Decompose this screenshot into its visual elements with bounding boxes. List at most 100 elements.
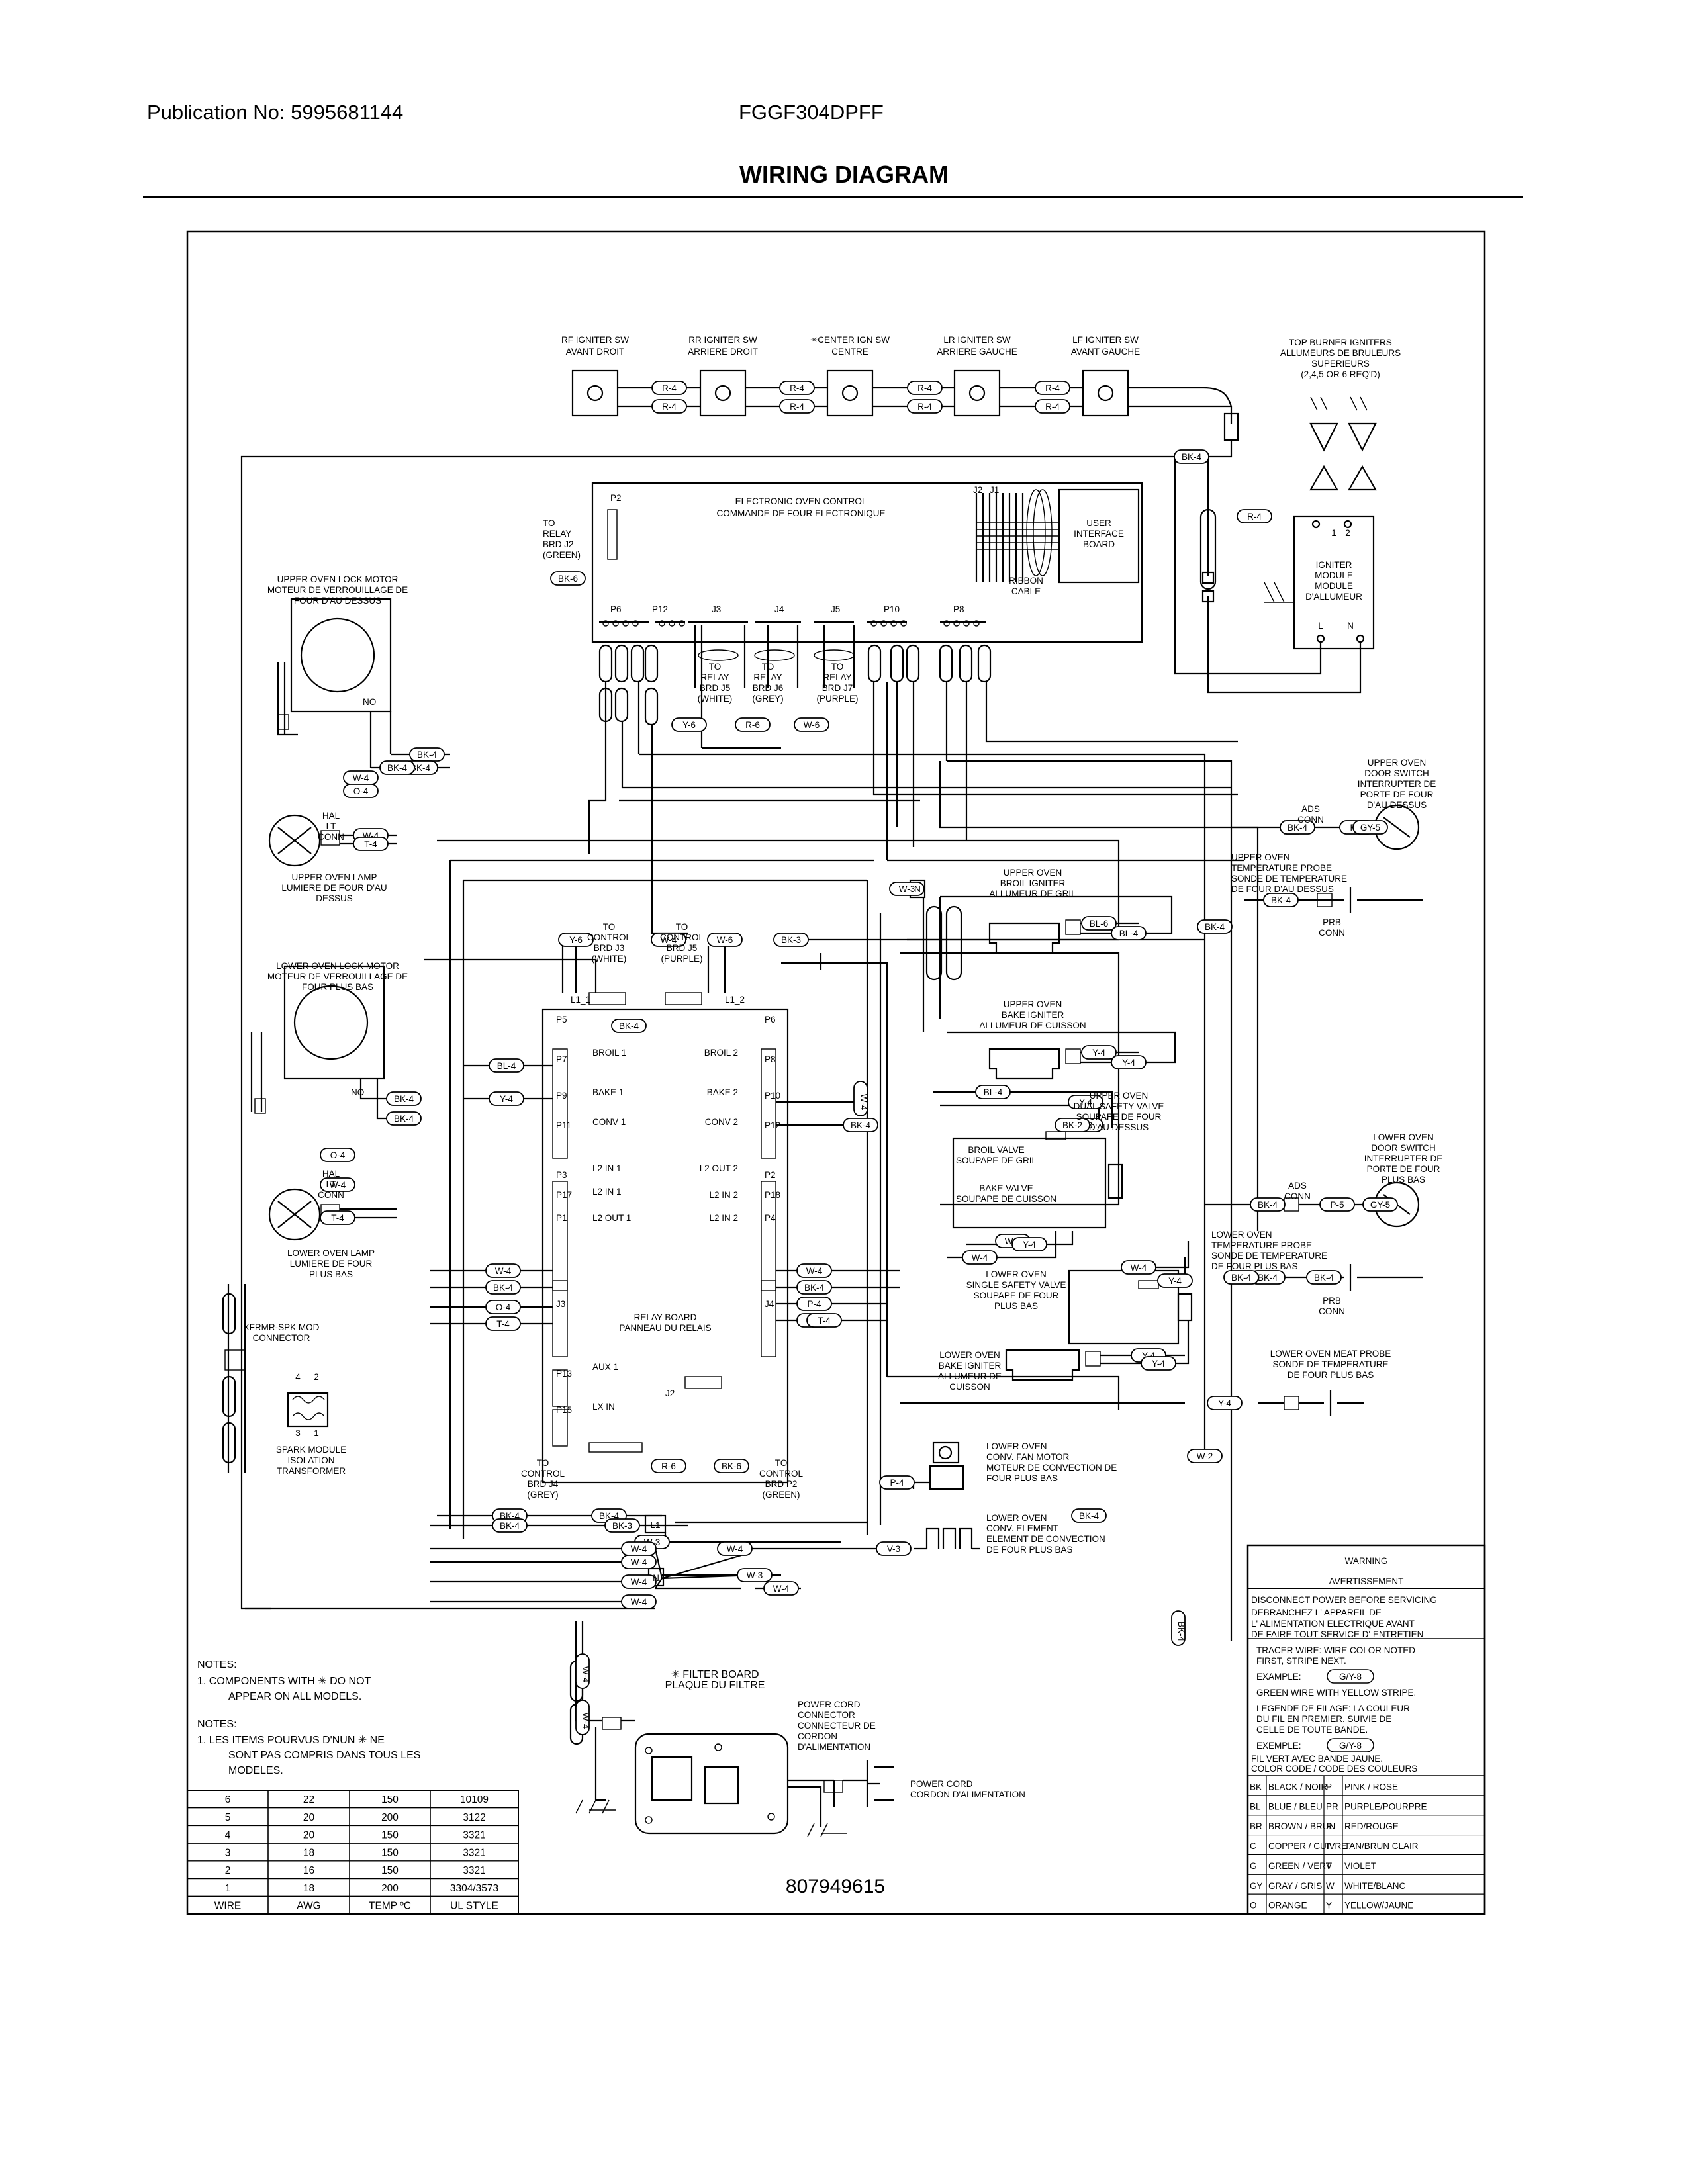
wire-table-header: UL STYLE bbox=[450, 1901, 498, 1912]
wire-color-label: W-4 bbox=[717, 1541, 753, 1556]
lower-door-switch-label: DOOR SWITCH bbox=[1371, 1143, 1436, 1153]
diagram-number: 807949615 bbox=[786, 1876, 885, 1897]
to-control-j3: TO bbox=[603, 922, 616, 932]
relay-port: P11 bbox=[556, 1120, 571, 1130]
wire-table-header: TEMP ºC bbox=[369, 1901, 411, 1912]
wire-color-label: W-4 bbox=[651, 933, 686, 947]
wire-color-label: Y-4 bbox=[1081, 1045, 1117, 1060]
ui-board-label: USER bbox=[1086, 518, 1111, 528]
eoc-label: ELECTRONIC OVEN CONTROL bbox=[735, 496, 867, 506]
wire-table-cell: 150 bbox=[381, 1830, 399, 1841]
wire-color-text: Y-4 bbox=[1122, 1058, 1135, 1068]
eoc-label-fr: COMMANDE DE FOUR ELECTRONIQUE bbox=[716, 508, 885, 518]
to-relay-white: TO bbox=[709, 662, 722, 672]
color-code-cell: GRAY / GRIS bbox=[1268, 1881, 1322, 1891]
wire-color-text: W-4 bbox=[631, 1557, 647, 1567]
warning-text: L' ALIMENTATION ELECTRIQUE AVANT bbox=[1251, 1619, 1415, 1629]
lower-door-switch-label: PLUS BAS bbox=[1382, 1175, 1425, 1185]
relay-l2in1: L2 IN 1 bbox=[592, 1163, 622, 1173]
ads-conn-label: ADS bbox=[1288, 1181, 1307, 1191]
wire-color-label: BK-4 bbox=[1280, 820, 1315, 835]
igniter-module-label: MODULE bbox=[1315, 570, 1353, 580]
wire-color-label: V-3 bbox=[876, 1541, 912, 1556]
power-cord-connector-label: CONNECTOR bbox=[798, 1710, 855, 1720]
wire-color-label: Y-4 bbox=[1207, 1396, 1243, 1410]
spark-module-label: TRANSFORMER bbox=[277, 1466, 346, 1476]
wire-table-cell: 1 bbox=[225, 1883, 231, 1894]
wire-color-label: Y-4 bbox=[1157, 1273, 1193, 1288]
wire-color-text: R-4 bbox=[662, 383, 677, 393]
port-label: J4 bbox=[774, 604, 784, 614]
publication-number: Publication No: 5995681144 bbox=[147, 101, 404, 124]
wire-color-text: BK-4 bbox=[387, 763, 408, 773]
wire-table-header: WIRE bbox=[214, 1901, 241, 1912]
igniter-module-label: IGNITER bbox=[1316, 560, 1352, 570]
wire-color-text: T-4 bbox=[331, 1213, 344, 1223]
wire-table-cell: 200 bbox=[381, 1883, 399, 1894]
wire-color-label: BL-6 bbox=[1081, 916, 1117, 931]
relay-broil2: BROIL 2 bbox=[704, 1048, 738, 1058]
upper-probe-label: TEMPERATURE PROBE bbox=[1231, 863, 1332, 873]
to-relay-purple: TO bbox=[831, 662, 844, 672]
wire-color-label: BL-4 bbox=[1111, 926, 1147, 940]
wire-color-text: W-4 bbox=[1131, 1263, 1147, 1273]
lower-bake-igniter-label: ALLUMEUR DE bbox=[938, 1371, 1002, 1381]
meat-probe-label: LOWER OVEN MEAT PROBE bbox=[1270, 1349, 1391, 1359]
wire-color-label: BK-3 bbox=[604, 1518, 640, 1533]
wire-color-text: W-6 bbox=[717, 935, 733, 945]
wire-color-label: R-4 bbox=[651, 381, 687, 395]
upper-lamp-label: UPPER OVEN LAMP bbox=[291, 872, 377, 882]
warning-title-fr: AVERTISSEMENT bbox=[1329, 1576, 1404, 1586]
to-control-j4: BRD J4 bbox=[528, 1479, 559, 1489]
wire-color-label: Y-4 bbox=[1068, 1095, 1103, 1109]
bake-valve-label: SOUPAPE DE CUISSON bbox=[956, 1194, 1056, 1204]
warning-text: DISCONNECT POWER BEFORE SERVICING bbox=[1251, 1595, 1437, 1605]
filter-board-label: ✳ FILTER BOARD bbox=[671, 1669, 759, 1680]
warning-text: DEBRANCHEZ L' APPAREIL DE bbox=[1251, 1608, 1382, 1617]
color-code-cell: BLUE / BLEU bbox=[1268, 1801, 1323, 1811]
to-control-j4: TO bbox=[537, 1458, 549, 1468]
wire-color-label: O-4 bbox=[485, 1300, 521, 1314]
relay-port: J2 bbox=[665, 1388, 675, 1398]
wire-color-label: W-4 bbox=[575, 1700, 590, 1735]
fan-motor-label: MOTEUR DE CONVECTION DE bbox=[986, 1463, 1117, 1473]
wire-color-text: R-4 bbox=[1045, 402, 1060, 412]
note-fr: SONT PAS COMPRIS DANS TOUS LES bbox=[228, 1750, 420, 1761]
wire-color-text: P-4 bbox=[890, 1478, 904, 1488]
wire-color-label: BK-4 bbox=[1197, 919, 1233, 934]
wire-color-text: BK-4 bbox=[394, 1094, 414, 1104]
hal-label: LT bbox=[326, 821, 336, 831]
wire-color-label: R-6 bbox=[651, 1459, 686, 1473]
upper-door-switch-label: INTERRUPTER DE bbox=[1358, 779, 1436, 789]
relay-port: P10 bbox=[765, 1091, 780, 1101]
to-relay-grey: BRD J6 bbox=[753, 683, 784, 693]
color-code-cell: RED/ROUGE bbox=[1344, 1821, 1399, 1831]
switch-center-label: ✳CENTER IGN SW bbox=[810, 335, 890, 345]
color-code-cell: VIOLET bbox=[1344, 1861, 1376, 1871]
wire-color-text: BK-4 bbox=[1205, 922, 1225, 932]
wire-color-text: BK-4 bbox=[619, 1021, 639, 1031]
broil-igniter-label: BROIL IGNITER bbox=[1000, 878, 1066, 888]
warning-text: FIL VERT AVEC BANDE JAUNE. bbox=[1251, 1754, 1383, 1764]
wire-color-label: W-6 bbox=[794, 717, 829, 732]
broil-igniter-label: UPPER OVEN bbox=[1004, 868, 1062, 878]
relay-l2out1: L2 OUT 1 bbox=[592, 1213, 631, 1223]
to-control-p2: TO bbox=[775, 1458, 788, 1468]
switch-rf-label: RF IGNITER SW bbox=[561, 335, 629, 345]
wire-color-text: BK-4 bbox=[1231, 1273, 1252, 1283]
relay-aux1: AUX 1 bbox=[592, 1362, 618, 1372]
wire-color-label: BK-4 bbox=[485, 1280, 521, 1295]
wire-color-label: R-4 bbox=[779, 399, 815, 414]
upper-valve-label: SOUPAPE DE FOUR bbox=[1076, 1112, 1162, 1122]
meat-probe-label: SONDE DE TEMPERATURE bbox=[1272, 1359, 1388, 1369]
color-code-cell: COPPER / CUIVRE bbox=[1268, 1841, 1347, 1851]
upper-probe-label: UPPER OVEN bbox=[1231, 852, 1290, 862]
top-burner-label: SUPERIEURS bbox=[1311, 359, 1370, 369]
pin-label: 4 bbox=[295, 1372, 301, 1382]
lower-valve-label: PLUS BAS bbox=[994, 1301, 1038, 1311]
conv-element-label: LOWER OVEN bbox=[986, 1513, 1047, 1523]
wire-color-text: Y-4 bbox=[500, 1094, 513, 1104]
port-label: P2 bbox=[610, 493, 622, 503]
power-cord-label: POWER CORD bbox=[910, 1779, 973, 1789]
relay-l2in2b: L2 IN 2 bbox=[709, 1213, 738, 1223]
